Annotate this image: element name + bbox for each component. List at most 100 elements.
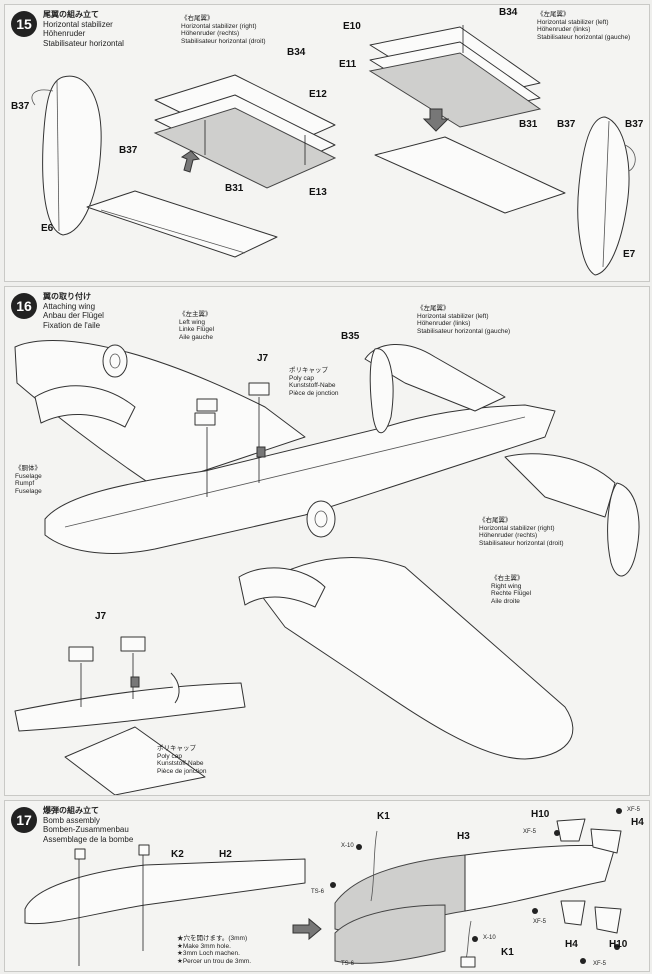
arrow-down-assembly — [422, 108, 450, 132]
part-label: E7 — [623, 249, 636, 260]
callout-fuselage: 《胴体》 Fuselage Rumpf Fuselage — [15, 465, 42, 495]
callout-en: Fuselage — [15, 472, 42, 480]
part-label: K1 — [501, 947, 514, 958]
callout-de: Höhenruder (rechts) — [479, 532, 538, 540]
right-wing — [254, 557, 574, 760]
part-label: B37 — [119, 145, 138, 156]
part-label: H10 — [531, 809, 550, 820]
callout-en: Horizontal stabilizer (left) — [537, 18, 609, 26]
step-16-diagram — [14, 340, 640, 795]
part-label: H3 — [457, 831, 470, 842]
callout-en: Poly cap — [157, 752, 182, 760]
callout-de: Kunststoff-Nabe — [289, 382, 336, 390]
callout-jp: ポリキャップ — [157, 745, 196, 752]
step-16-panel: 16 翼の取り付け Attaching wing Anbau der Flüge… — [4, 286, 650, 796]
right-stab-lower — [504, 453, 616, 518]
callout-de: Höhenruder (links) — [537, 26, 591, 34]
step-15-diagram — [31, 25, 636, 276]
step-15-panel: 15 尾翼の組み立て Horizontal stabilizer Höhenru… — [4, 4, 650, 282]
part-label: J7 — [257, 353, 269, 364]
step-number: 16 — [11, 293, 37, 319]
title-en: Bomb assembly — [43, 815, 100, 825]
j7-bracket — [248, 382, 270, 396]
callout-jp: 《右主翼》 — [491, 575, 524, 582]
part-label: H10 — [609, 939, 628, 950]
step-17-diagram — [24, 808, 622, 968]
paint-code: TS-6 — [341, 961, 355, 967]
note-jp: ★穴を開けます。(3mm) — [177, 935, 248, 942]
callout-en: Right wing — [491, 582, 522, 590]
bomb-body-light — [464, 844, 616, 912]
right-fin-outline — [577, 116, 630, 276]
callout-jp: 《胴体》 — [15, 465, 41, 472]
right-stab-bottom — [368, 52, 542, 128]
callout-left-stab: 《左尾翼》 Horizontal stabilizer (left) Höhen… — [537, 11, 630, 41]
left-stab-bottom — [153, 107, 337, 189]
step-17-panel: 17 爆弾の組み立て Bomb assembly Bomben-Zusammen… — [4, 800, 650, 972]
drill-note: ★穴を開けます。(3mm) ★Make 3mm hole. ★3mm Loch … — [177, 935, 251, 965]
step-title: 尾翼の組み立て Horizontal stabilizer Höhenruder… — [43, 10, 124, 48]
callout-fr: Aile gauche — [179, 333, 213, 341]
title-de: Bomben-Zusammenbau — [43, 825, 129, 834]
paint-code: TS-6 — [311, 889, 325, 895]
part-label: B37 — [625, 119, 644, 130]
title-en: Horizontal stabilizer — [43, 19, 113, 29]
callout-left-stab: 《左尾翼》 Horizontal stabilizer (left) Höhen… — [417, 305, 510, 335]
step-number: 17 — [11, 807, 37, 833]
callout-jp: 《左尾翼》 — [537, 11, 570, 18]
note-de: ★3mm Loch machen. — [177, 950, 240, 958]
note-en: ★Make 3mm hole. — [177, 942, 231, 950]
part-label: E6 — [41, 223, 54, 234]
poly-cap — [256, 446, 266, 458]
title-de: Anbau der Flügel — [43, 311, 104, 320]
callout-en: Horizontal stabilizer (right) — [479, 524, 555, 532]
part-label: B34 — [287, 47, 306, 58]
fuselage — [44, 404, 556, 554]
callout-jp: 《右尾翼》 — [479, 517, 512, 524]
j7-bracket-inset — [68, 646, 94, 662]
callout-en: Horizontal stabilizer (right) — [181, 22, 257, 30]
callout-right-stab: 《右尾翼》 Horizontal stabilizer (right) Höhe… — [181, 15, 266, 45]
paint-code: X-10 — [341, 843, 354, 849]
left-fin-outline — [42, 75, 102, 236]
callout-fr: Stabilisateur horizontal (droit) — [479, 539, 564, 547]
callout-de: Rumpf — [15, 480, 35, 488]
part-label: B37 — [557, 119, 576, 130]
title-jp: 爆弾の組み立て — [43, 806, 99, 815]
title-jp: 尾翼の組み立て — [43, 10, 99, 19]
callout-poly-cap: ポリキャップ Poly cap Kunststoff-Nabe Pièce de… — [289, 367, 339, 397]
part-label: B35 — [341, 331, 360, 342]
fin-h4 — [590, 828, 622, 854]
part-label: K2 — [171, 849, 184, 860]
bomb-half-left — [24, 858, 306, 925]
right-stab-upper — [364, 344, 506, 412]
part-label: K1 — [377, 811, 390, 822]
callout-right-wing: 《右主翼》 Right wing Rechte Flügel Aile droi… — [491, 575, 531, 605]
callout-jp: ポリキャップ — [289, 367, 328, 374]
part-label: H4 — [565, 939, 578, 950]
callout-de: Rechte Flügel — [491, 590, 532, 598]
callout-fr: Stabilisateur horizontal (gauche) — [417, 327, 511, 335]
callout-jp: 《右尾翼》 — [181, 15, 214, 22]
title-fr: Assemblage de la bombe — [43, 834, 134, 844]
paint-code: XF-5 — [533, 919, 547, 925]
callout-de: Linke Flügel — [179, 326, 215, 334]
callout-en: Left wing — [179, 318, 206, 326]
part-label: H4 — [631, 817, 644, 828]
callout-fr: Aile droite — [491, 597, 520, 605]
inset-fuselage — [14, 682, 246, 732]
step-title: 翼の取り付け Attaching wing Anbau der Flügel F… — [43, 292, 104, 330]
callout-de: Kunststoff-Nabe — [157, 760, 204, 768]
callout-jp: 《左主翼》 — [179, 311, 212, 318]
part-label: B31 — [225, 183, 244, 194]
callout-fr: Stabilisateur horizontal (droit) — [181, 37, 266, 45]
part-label: E10 — [343, 21, 361, 32]
title-en: Attaching wing — [43, 301, 96, 311]
arrow-right-assembly — [292, 917, 322, 941]
fin-h10 — [556, 818, 586, 842]
part-label: B34 — [499, 7, 518, 18]
step-number: 15 — [11, 11, 37, 37]
right-stab-lower — [374, 136, 566, 214]
callout-poly-cap-inset: ポリキャップ Poly cap Kunststoff-Nabe Pièce de… — [157, 745, 207, 775]
paint-code: XF-5 — [523, 829, 537, 835]
